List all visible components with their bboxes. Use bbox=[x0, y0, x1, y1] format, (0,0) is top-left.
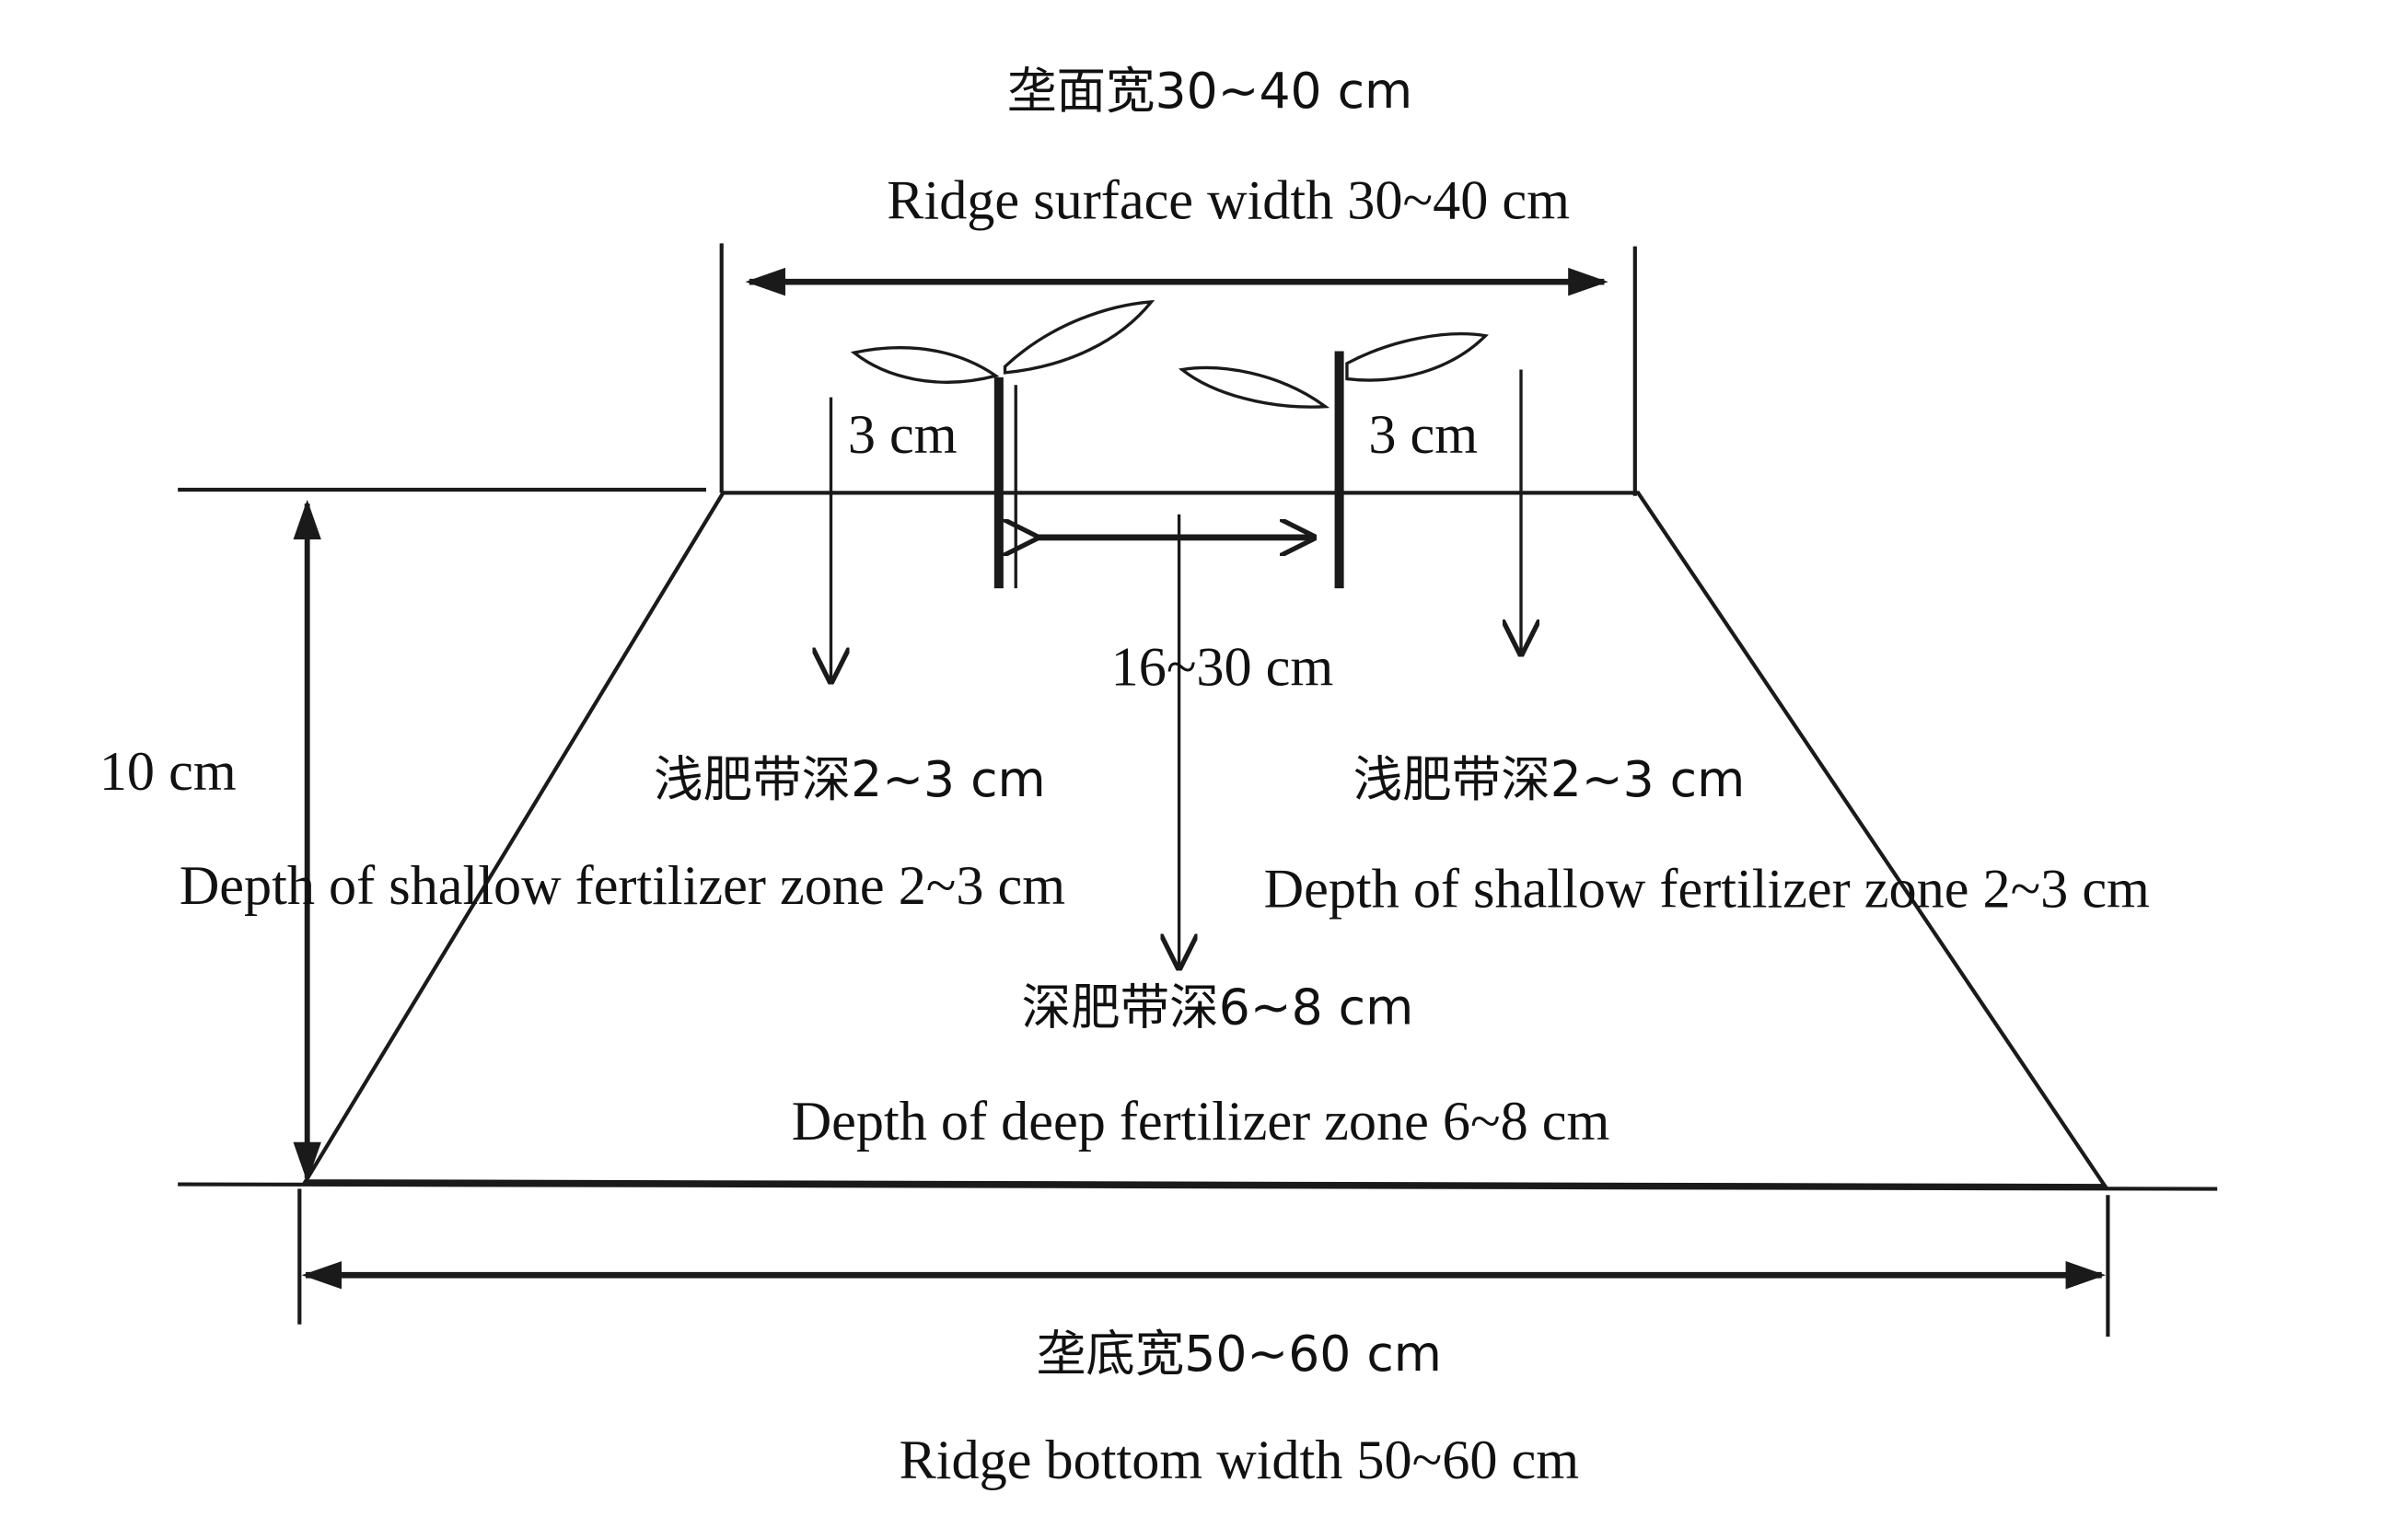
left-seedling-leaf-right bbox=[1003, 299, 1155, 375]
shallow-right-label-en: Depth of shallow fertilizer zone 2~3 cm bbox=[1264, 858, 2150, 920]
height-label: 10 cm bbox=[99, 741, 237, 803]
left-offset-label: 3 cm bbox=[848, 404, 958, 466]
row-spacing-label: 16~30 cm bbox=[1111, 636, 1334, 698]
ridge-outline bbox=[302, 491, 2109, 1188]
right-offset-label: 3 cm bbox=[1368, 404, 1478, 466]
right-seedling-leaf-left bbox=[1178, 365, 1330, 409]
bottom-ground-line bbox=[178, 1182, 2218, 1191]
shallow-left-label-en: Depth of shallow fertilizer zone 2~3 cm bbox=[180, 855, 1065, 917]
deep-label-cn: 深肥带深6~8 cm bbox=[1022, 978, 1414, 1036]
deep-label-en: Depth of deep fertilizer zone 6~8 cm bbox=[792, 1091, 1610, 1152]
right-seedling-leaf-right bbox=[1345, 332, 1490, 382]
shallow-left-label-cn: 浅肥带深2~3 cm bbox=[654, 750, 1046, 808]
surface-width-label-cn: 垄面宽30~40 cm bbox=[1007, 62, 1412, 120]
seedling-right bbox=[1178, 332, 1490, 589]
bottom-width-label-cn: 垄底宽50~60 cm bbox=[1037, 1325, 1442, 1383]
left-seedling-leaf-left bbox=[850, 346, 1000, 384]
seedling-left bbox=[850, 299, 1155, 589]
bottom-width-label-en: Ridge bottom width 50~60 cm bbox=[900, 1430, 1579, 1491]
surface-width-label-en: Ridge surface width 30~40 cm bbox=[887, 170, 1570, 232]
shallow-right-label-cn: 浅肥带深2~3 cm bbox=[1353, 750, 1746, 808]
